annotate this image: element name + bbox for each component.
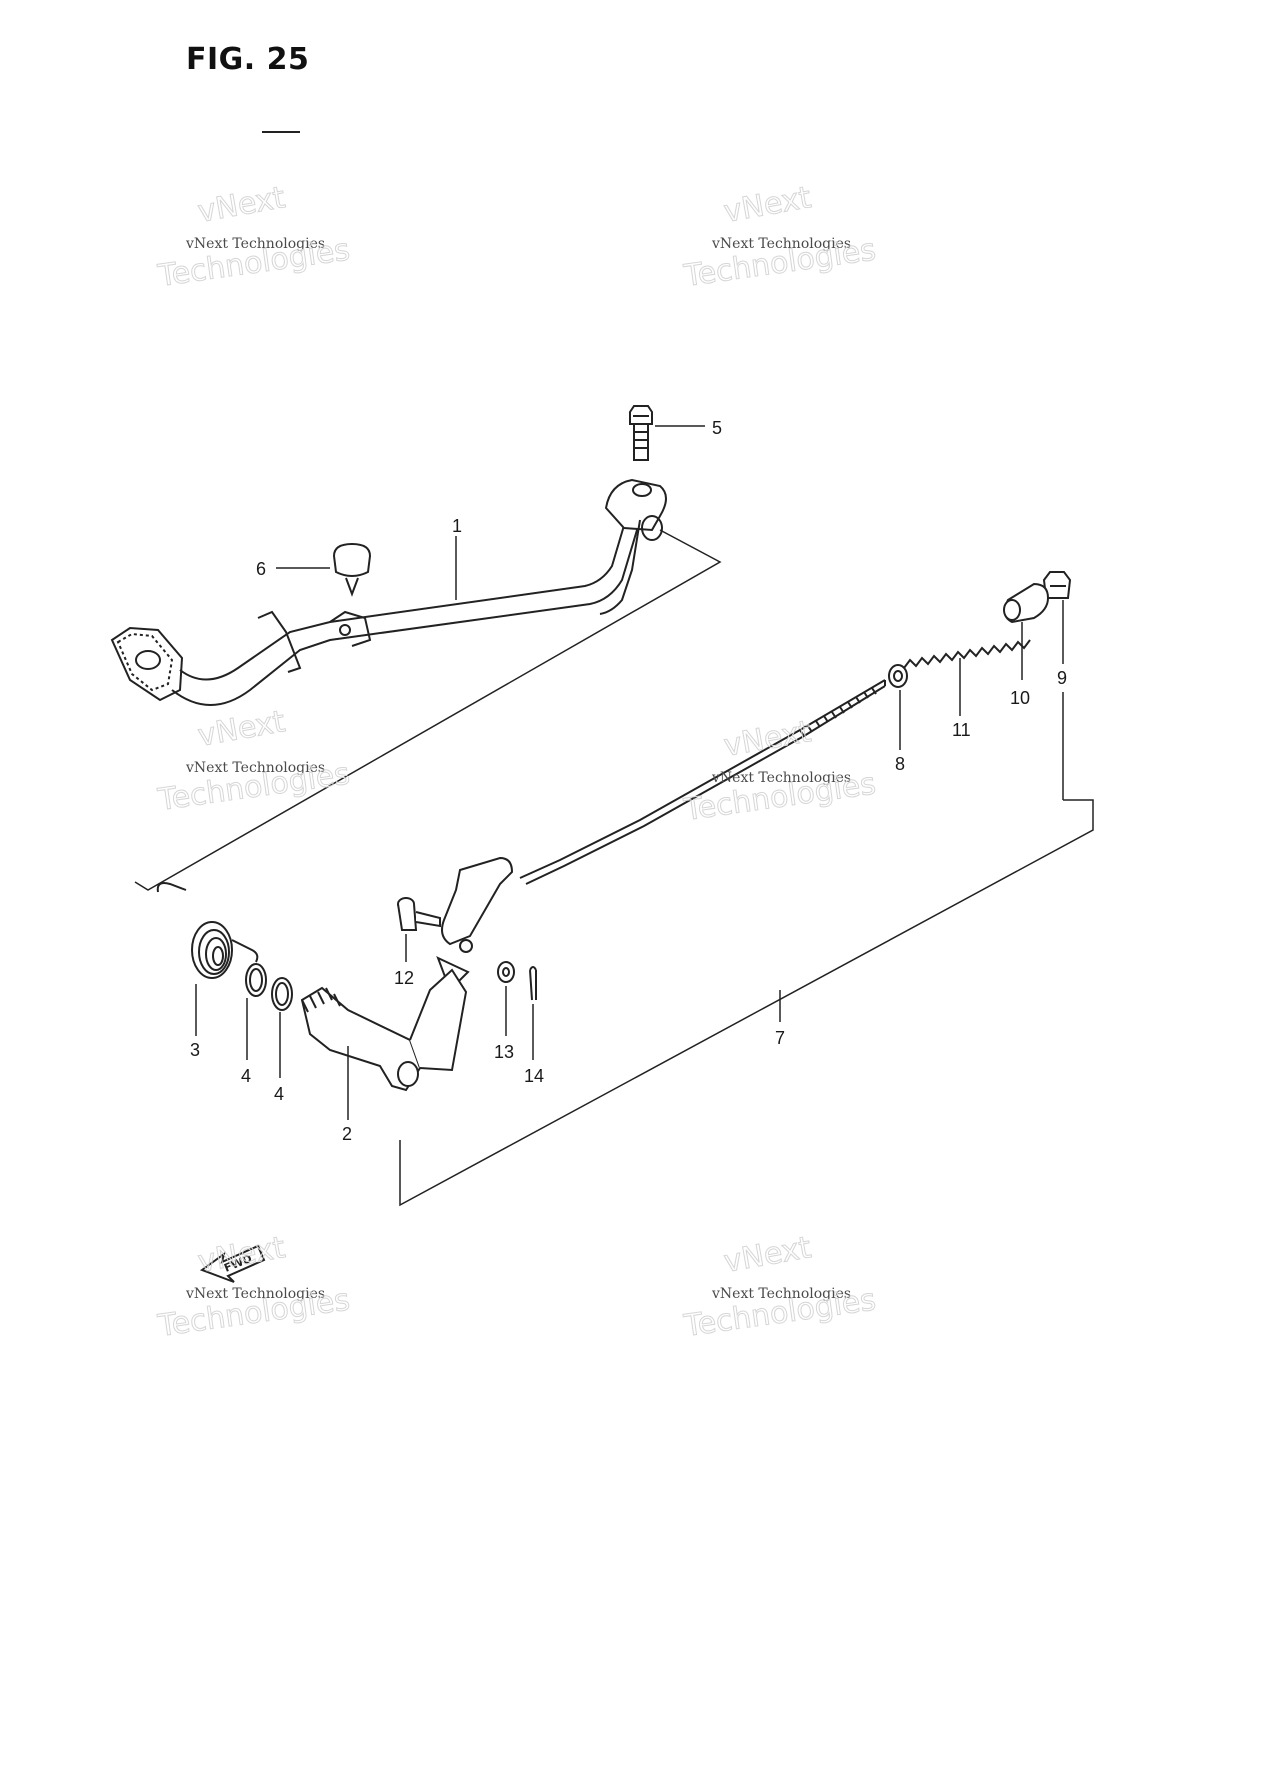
o-ring-part-4a — [245, 963, 267, 997]
watermark-3: vNext vNext Technologies Technologies — [155, 704, 353, 819]
svg-text:vNext: vNext — [195, 1230, 288, 1280]
callout-label-8: 8 — [895, 754, 905, 774]
watermark-5: vNext vNext Technologies Technologies — [155, 1230, 353, 1345]
callout-label-2: 2 — [342, 1124, 352, 1144]
return-spring-part-3 — [156, 882, 259, 979]
assembly-bracket-lower — [399, 799, 1094, 1207]
callout-label-12: 12 — [394, 968, 414, 988]
washer-part-8 — [888, 664, 908, 688]
svg-text:vNext Technologies: vNext Technologies — [185, 1286, 325, 1302]
cotter-pin-part-14 — [529, 966, 537, 1001]
callout-label-14: 14 — [524, 1066, 544, 1086]
svg-text:vNext: vNext — [195, 180, 288, 230]
washer-part-13 — [497, 961, 515, 983]
callout-label-9: 9 — [1057, 668, 1067, 688]
stopper-part-6 — [332, 542, 372, 597]
callout-label-1: 1 — [452, 516, 462, 536]
svg-text:vNext: vNext — [721, 1230, 814, 1280]
callout-label-5: 5 — [712, 418, 722, 438]
svg-text:vNext: vNext — [721, 180, 814, 230]
callout-label-3: 3 — [190, 1040, 200, 1060]
svg-text:vNext Technologies: vNext Technologies — [185, 760, 325, 776]
callout-label-7: 7 — [775, 1028, 785, 1048]
watermark-1: vNext vNext Technologies Technologies — [155, 180, 353, 295]
watermark-6: vNext vNext Technologies Technologies — [681, 1230, 879, 1345]
o-ring-part-4b — [271, 977, 293, 1011]
watermark-4: vNext vNext Technologies Technologies — [681, 714, 879, 829]
joint-part-10 — [1003, 582, 1050, 624]
brake-shaft-part-2 — [300, 968, 468, 1092]
nut-part-9 — [1042, 571, 1072, 599]
brake-pedal-part — [110, 478, 667, 706]
svg-text:vNext: vNext — [195, 704, 288, 754]
arrow-forward-icon: FWD — [199, 1244, 266, 1283]
svg-text:vNext Technologies: vNext Technologies — [185, 236, 325, 252]
bolt-part-5 — [629, 405, 653, 461]
svg-text:vNext Technologies: vNext Technologies — [711, 770, 851, 786]
callout-label-13: 13 — [494, 1042, 514, 1062]
watermark-2: vNext vNext Technologies Technologies — [681, 180, 879, 295]
callout-label-4a: 4 — [241, 1066, 251, 1086]
spring-part-11 — [903, 639, 1031, 669]
callout-label-6: 6 — [256, 559, 266, 579]
svg-text:vNext Technologies: vNext Technologies — [711, 1286, 851, 1302]
callout-label-4b: 4 — [274, 1084, 284, 1104]
clevis-pin-part-12 — [397, 897, 441, 931]
brake-rod-part-7 — [519, 679, 886, 885]
assembly-bracket-upper — [134, 529, 722, 891]
callout-label-10: 10 — [1010, 688, 1030, 708]
callout-label-11: 11 — [952, 720, 971, 740]
svg-text:vNext Technologies: vNext Technologies — [711, 236, 851, 252]
figure-title: FIG. 25 — [186, 42, 310, 77]
svg-text:vNext: vNext — [721, 714, 814, 764]
